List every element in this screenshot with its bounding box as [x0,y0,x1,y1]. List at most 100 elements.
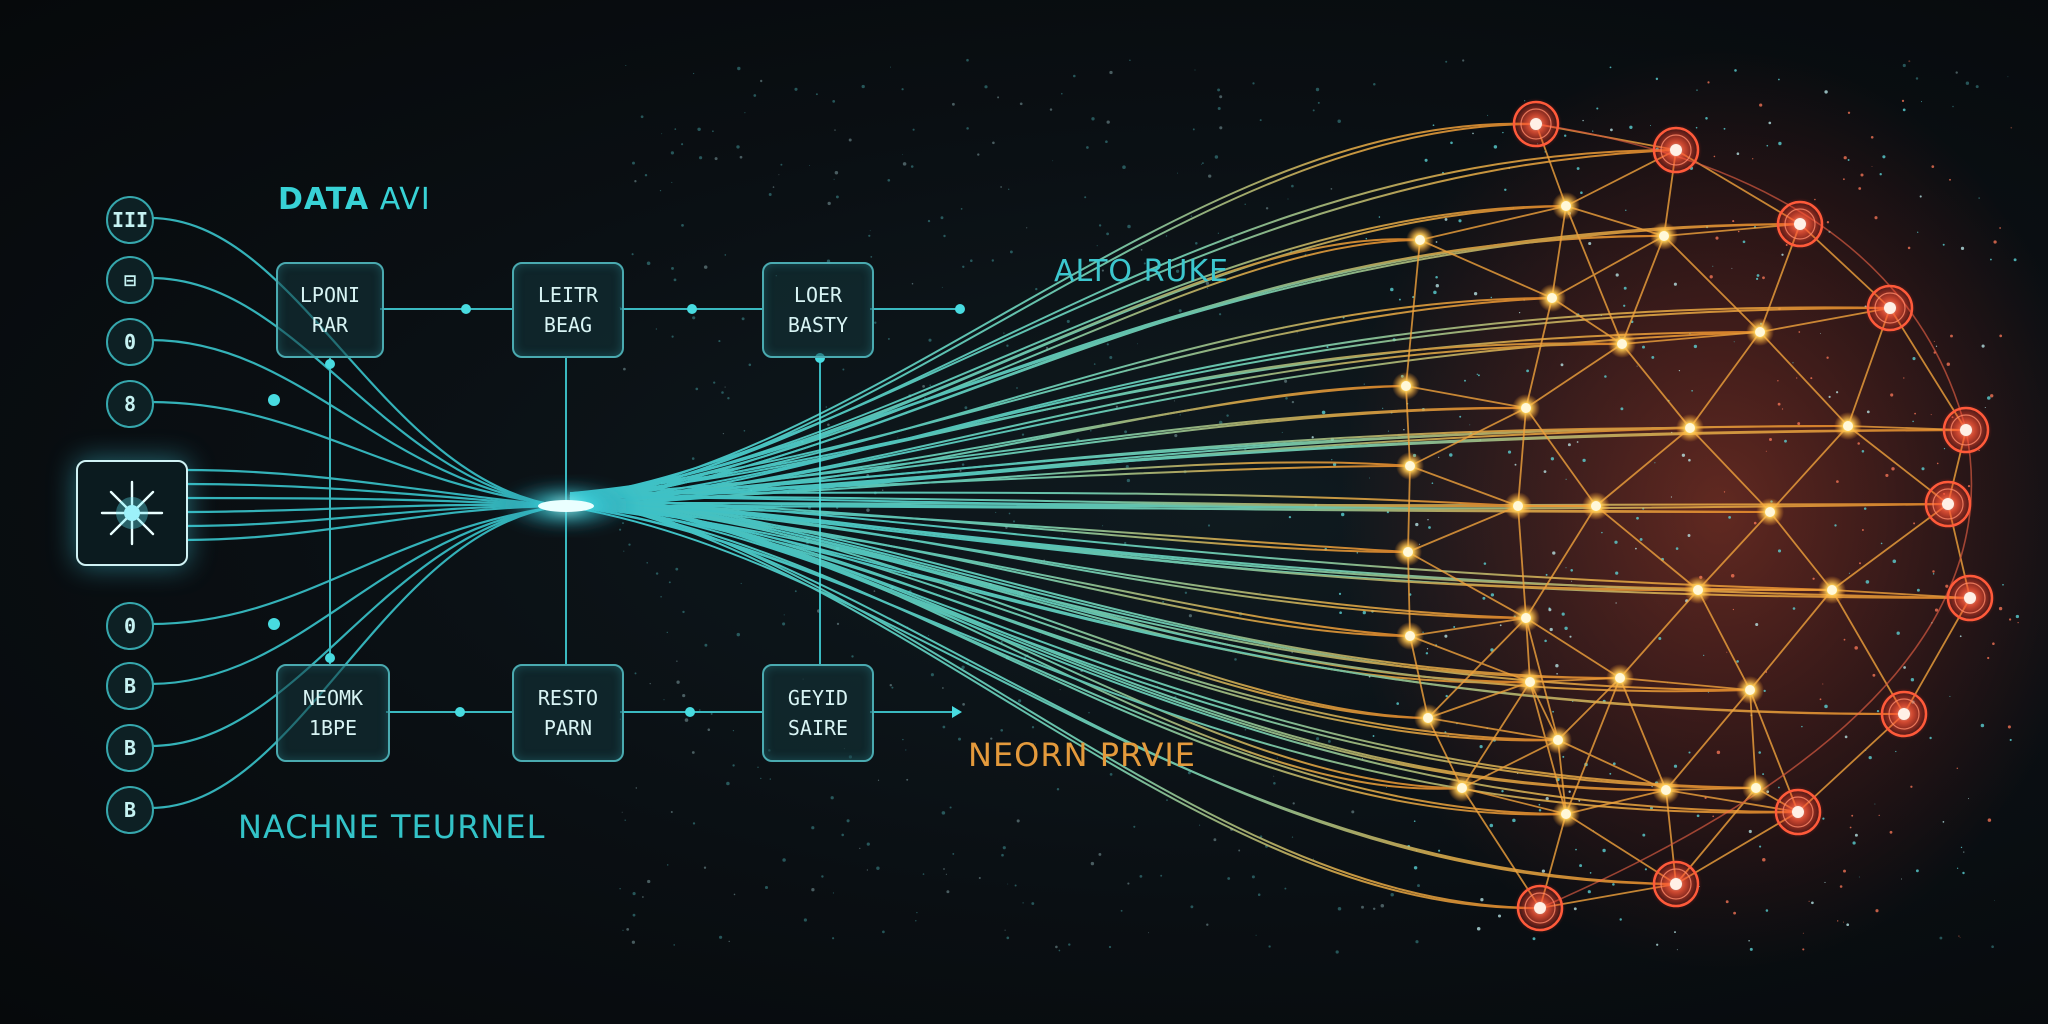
particle [655,572,659,575]
network-edge [1621,331,1761,345]
particle [1903,666,1906,669]
particle [1424,158,1428,162]
particle [1705,117,1708,120]
particle [663,699,665,701]
particle [622,522,624,525]
particle [1871,166,1873,167]
particle [1136,343,1138,345]
network-edge [1517,505,1527,619]
particle [1716,750,1721,755]
particle [1835,391,1839,394]
particle [1231,238,1234,241]
particle [1086,146,1089,149]
particle [902,162,907,166]
network-edge [1419,239,1553,299]
particle [869,230,871,232]
hidden-node [1561,809,1571,819]
particle [1956,867,1959,869]
box-bottom-1-line1: NEOMK [302,686,364,710]
particle [874,321,877,324]
particle [1849,826,1852,829]
particle [1755,622,1759,627]
particle [1561,612,1565,616]
particle [1777,402,1781,406]
label-neorn-prvie: NEORN PRVIE [968,736,1197,774]
particle [1438,849,1441,852]
input-icon-8: B [106,786,154,834]
particle [803,918,807,922]
particle [1726,651,1728,653]
hidden-node [1415,235,1425,245]
particle [1489,823,1494,828]
particle [1453,626,1456,628]
particle [1939,936,1943,940]
particle [1826,221,1830,224]
particle [736,632,741,637]
particle [1284,887,1287,890]
particle [1644,868,1647,871]
particle [1445,694,1448,698]
particle [1601,531,1603,534]
particle [1055,945,1058,949]
network-edge [1749,589,1833,691]
particle [684,718,689,722]
particle [631,253,634,256]
particle [1713,155,1716,158]
particle [1449,453,1453,457]
particle [1098,224,1102,227]
network-edge [1427,681,1531,719]
particle [1538,803,1541,806]
signal-strand [569,234,1665,506]
particle [1188,614,1192,618]
output-node [1534,902,1546,914]
signal-strand [569,499,1531,684]
particle [1257,893,1261,896]
particle [1003,332,1005,334]
particle [1839,885,1843,888]
signal-strand [569,495,1757,789]
particle [1415,940,1419,944]
particle [674,128,677,130]
particle [1473,292,1478,296]
input-icon-6: B [106,662,154,710]
particle [1001,853,1004,857]
particle [1999,334,2003,338]
particle [1723,127,1726,130]
particle [1819,698,1822,701]
signal-strand [569,307,1891,504]
particle [1629,125,1633,129]
particle [1487,114,1489,116]
particle [990,737,993,740]
particle [1942,821,1945,823]
signal-strand [569,465,1411,496]
particle [815,93,818,96]
network-edge [1769,425,1849,513]
particle [1882,155,1886,159]
particle [825,406,828,408]
particle [1007,883,1009,885]
particle [1847,111,1851,114]
particle [1619,918,1622,921]
particle [681,143,684,146]
particle [902,153,903,155]
particle [1337,119,1341,123]
particle [1255,934,1257,936]
particle [891,686,894,689]
particle [1046,346,1049,350]
particle [1576,441,1579,443]
particle [1752,158,1754,160]
particle [1483,562,1487,565]
hidden-node [1843,421,1853,431]
particle [1936,462,1939,465]
particle [1125,465,1129,469]
particle [1073,74,1076,78]
particle [1930,414,1932,416]
particle [1874,803,1876,805]
particle [1929,736,1932,740]
particle [1469,424,1471,426]
particle [873,590,876,592]
particle [1435,241,1438,243]
particle [1579,864,1583,868]
hidden-node [1591,501,1601,511]
particle [1895,750,1897,753]
